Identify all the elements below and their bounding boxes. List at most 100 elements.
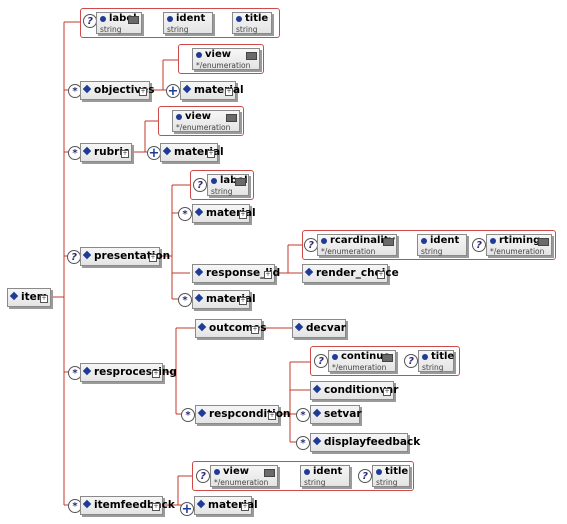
optional-compositor-icon: ? (83, 14, 97, 28)
element-diamond-icon (194, 293, 204, 303)
element-rubric-material[interactable]: material + (160, 143, 224, 162)
attribute-title[interactable]: title string (232, 12, 272, 34)
element-diamond-icon (82, 146, 92, 156)
attribute-minimize-icon[interactable] (538, 238, 549, 246)
element-diamond-icon (194, 267, 204, 277)
attribute-dot-icon (176, 114, 182, 120)
element-conditionvar[interactable]: conditionvar + (310, 381, 398, 400)
expand-icon[interactable]: + (152, 370, 160, 378)
optional-compositor-icon: ? (304, 238, 318, 252)
attribute-view[interactable]: view */enumeration (172, 110, 240, 132)
attribute-rtiming[interactable]: rtiming */enumeration (486, 234, 552, 256)
element-displayfeedback[interactable]: displayfeedback (310, 433, 420, 452)
attribute-dot-icon (196, 52, 202, 58)
expand-icon[interactable]: + (268, 412, 276, 420)
attribute-dot-icon (321, 238, 327, 244)
element-item[interactable]: item + (7, 288, 51, 307)
element-render-choice[interactable]: render_choice + (302, 264, 399, 283)
element-diamond-icon (197, 322, 207, 332)
element-objectives-material[interactable]: material + (180, 81, 244, 100)
expand-icon[interactable]: + (149, 254, 157, 262)
optional-compositor-icon: ? (314, 354, 328, 368)
element-respcondition[interactable]: respcondition + (195, 405, 290, 424)
sequence-compositor-icon: + (147, 146, 161, 161)
expand-icon[interactable]: + (207, 150, 215, 158)
expand-icon[interactable]: + (152, 503, 160, 511)
unbounded-compositor-icon: * (296, 436, 310, 450)
expand-icon[interactable]: + (225, 88, 233, 96)
element-diamond-icon (312, 384, 322, 394)
optional-compositor-icon: ? (196, 469, 210, 483)
attribute-dot-icon (422, 354, 428, 360)
element-response-lid[interactable]: response_lid + (192, 264, 280, 283)
attribute-dot-icon (421, 238, 427, 244)
element-diamond-icon (312, 436, 322, 446)
attribute-minimize-icon[interactable] (246, 52, 257, 60)
element-presentation-material-1[interactable]: material + (192, 204, 256, 223)
expand-icon[interactable]: + (40, 295, 48, 303)
element-itemfeedback[interactable]: itemfeedback + (80, 496, 175, 515)
attribute-dot-icon (214, 469, 220, 475)
element-diamond-icon (294, 322, 304, 332)
attribute-dot-icon (236, 16, 242, 22)
attribute-ident[interactable]: ident string (163, 12, 213, 34)
element-diamond-icon (162, 146, 172, 156)
attribute-rcardinality[interactable]: rcardinality */enumeration (317, 234, 397, 256)
attribute-title[interactable]: title string (372, 465, 410, 487)
expand-icon[interactable]: + (383, 388, 391, 396)
element-presentation-material-2[interactable]: material + (192, 290, 256, 309)
optional-compositor-icon: ? (358, 469, 372, 483)
element-diamond-icon (82, 366, 92, 376)
element-presentation[interactable]: presentation + (80, 247, 170, 266)
element-outcomes[interactable]: outcomes + (195, 319, 266, 338)
attribute-minimize-icon[interactable] (128, 16, 139, 24)
attribute-label[interactable]: label string (207, 174, 249, 196)
element-resprocessing[interactable]: resprocessing + (80, 363, 177, 382)
expand-icon[interactable]: + (139, 88, 147, 96)
unbounded-compositor-icon: * (178, 207, 192, 221)
attribute-minimize-icon[interactable] (264, 469, 275, 477)
attribute-minimize-icon[interactable] (383, 238, 394, 246)
unbounded-compositor-icon: * (178, 293, 192, 307)
attribute-view[interactable]: view */enumeration (210, 465, 278, 487)
attribute-continue[interactable]: continue */enumeration (328, 350, 396, 372)
unbounded-compositor-icon: * (68, 146, 82, 160)
element-setvar[interactable]: setvar (310, 405, 362, 424)
attribute-minimize-icon[interactable] (382, 354, 393, 362)
attribute-dot-icon (167, 16, 173, 22)
element-diamond-icon (304, 267, 314, 277)
attribute-minimize-icon[interactable] (235, 178, 246, 186)
attribute-dot-icon (376, 469, 382, 475)
element-decvar[interactable]: decvar (292, 319, 346, 338)
attribute-dot-icon (100, 16, 106, 22)
element-diamond-icon (82, 84, 92, 94)
element-rubric[interactable]: rubric + (80, 143, 132, 162)
element-diamond-icon (197, 408, 207, 418)
element-diamond-icon (82, 250, 92, 260)
expand-icon[interactable]: + (377, 271, 385, 279)
element-itemfeedback-material[interactable]: material + (194, 496, 258, 515)
attribute-ident[interactable]: ident string (417, 234, 467, 256)
element-diamond-icon (194, 207, 204, 217)
element-diamond-icon (182, 84, 192, 94)
sequence-compositor-icon: + (166, 84, 180, 99)
attribute-ident[interactable]: ident string (300, 465, 350, 487)
expand-icon[interactable]: + (264, 271, 272, 279)
element-objectives[interactable]: objectives + (80, 81, 155, 100)
optional-compositor-icon: ? (404, 354, 418, 368)
expand-icon[interactable]: + (251, 326, 259, 334)
attribute-title[interactable]: title string (418, 350, 454, 372)
attribute-label[interactable]: label string (96, 12, 142, 34)
attribute-view[interactable]: view */enumeration (192, 48, 260, 70)
expand-icon[interactable]: + (241, 503, 249, 511)
attribute-dot-icon (490, 238, 496, 244)
attribute-minimize-icon[interactable] (226, 114, 237, 122)
element-diamond-icon (9, 291, 19, 301)
expand-icon[interactable]: + (239, 297, 247, 305)
element-diamond-icon (196, 499, 206, 509)
expand-icon[interactable]: + (121, 150, 129, 158)
sequence-compositor-icon: + (180, 502, 194, 517)
expand-icon[interactable]: + (239, 211, 247, 219)
attribute-dot-icon (211, 178, 217, 184)
